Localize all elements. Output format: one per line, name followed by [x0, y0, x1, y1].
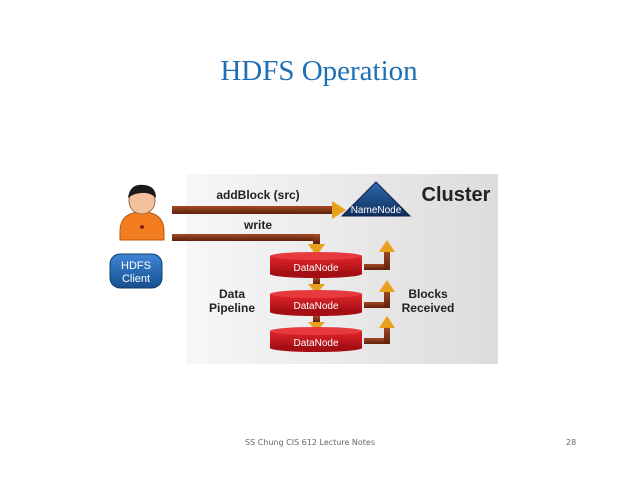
footer-note: SS Chung CIS 612 Lecture Notes [245, 438, 376, 447]
datanode-2: DataNode [270, 290, 362, 316]
pipeline-arrow-1 [308, 278, 325, 294]
user-icon [119, 184, 165, 241]
datanode-1: DataNode [270, 252, 362, 278]
client-label-line2: Client [122, 273, 150, 285]
cluster-label: Cluster [422, 184, 491, 206]
write-label: write [243, 218, 272, 232]
hdfs-diagram: HDFS Client addBlock (src) write NameNod… [106, 168, 498, 365]
datanode-1-label: DataNode [293, 263, 338, 274]
write-arrow [172, 234, 325, 256]
blocks-received-arrow-2 [364, 280, 395, 308]
hdfs-diagram-svg: HDFS Client addBlock (src) write NameNod… [109, 174, 498, 364]
blocks-label-line1: Blocks [408, 287, 448, 301]
pipeline-arrow-2 [308, 316, 325, 331]
blocks-label-line2: Received [402, 301, 455, 315]
hdfs-client-badge: HDFS Client [109, 253, 163, 289]
slide-title: HDFS Operation [220, 55, 418, 87]
page-number: 28 [566, 438, 577, 447]
datanode-2-label: DataNode [293, 301, 338, 312]
pipeline-label-line1: Data [219, 287, 245, 301]
addblock-arrow [172, 201, 346, 219]
addblock-label: addBlock (src) [216, 188, 299, 202]
blocks-received-arrow-3 [364, 316, 395, 344]
pipeline-label-line2: Pipeline [209, 301, 255, 315]
client-label-line1: HDFS [121, 260, 151, 272]
datanode-3: DataNode [270, 327, 362, 352]
namenode-label: NameNode [351, 205, 402, 216]
blocks-received-arrow-1 [364, 240, 395, 270]
datanode-3-label: DataNode [293, 338, 338, 349]
namenode: NameNode [340, 181, 412, 217]
